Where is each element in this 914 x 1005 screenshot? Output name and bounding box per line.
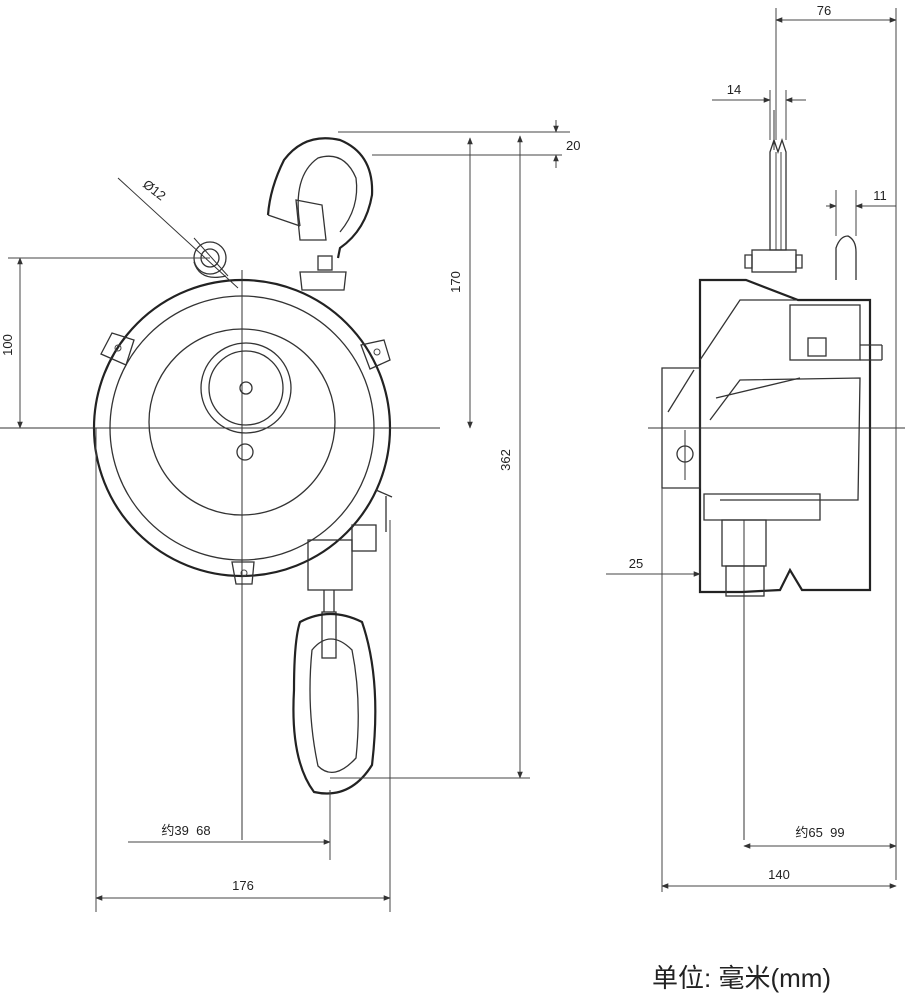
unit-note: 单位: 毫米(mm) [652, 963, 832, 993]
side-mount-bracket [661, 367, 701, 489]
dimension-labels: 76 14 11 20 Ø12 170 100 362 25 约39 68 17… [0, 3, 887, 893]
dim-slot-width: 14 [727, 82, 741, 97]
front-lug-right [360, 339, 391, 370]
front-hub-inner [208, 350, 284, 426]
dim-total-height: 362 [498, 449, 513, 471]
dim-side-width: 140 [768, 867, 790, 882]
dim-hook-height: 170 [448, 271, 463, 293]
dim-top-width: 76 [817, 3, 831, 18]
dim-front-width: 176 [232, 878, 254, 893]
dim-side-inner-width: 约65 99 [795, 825, 844, 840]
side-body [698, 278, 872, 594]
front-lug-bottom [231, 561, 255, 585]
dim-front-inner-width: 约39 68 [161, 823, 210, 838]
front-hub-outer [200, 342, 292, 434]
dimension-lines [8, 8, 897, 912]
side-label-plate [789, 304, 861, 361]
front-adjust-hole [236, 443, 254, 461]
front-hub-center [239, 381, 253, 395]
front-view [0, 137, 440, 840]
front-lug-left [100, 332, 135, 366]
dim-bottom-offset: 25 [629, 556, 643, 571]
side-stem [769, 137, 787, 251]
dim-hook-top: 20 [566, 138, 580, 153]
front-cable-housing [307, 539, 353, 591]
dim-mount-height: 100 [0, 334, 15, 356]
front-hook [266, 137, 374, 259]
front-carabiner [292, 612, 377, 795]
dim-diameter: Ø12 [140, 177, 169, 204]
dim-side-offset: 11 [873, 188, 887, 203]
side-view [648, 110, 905, 840]
